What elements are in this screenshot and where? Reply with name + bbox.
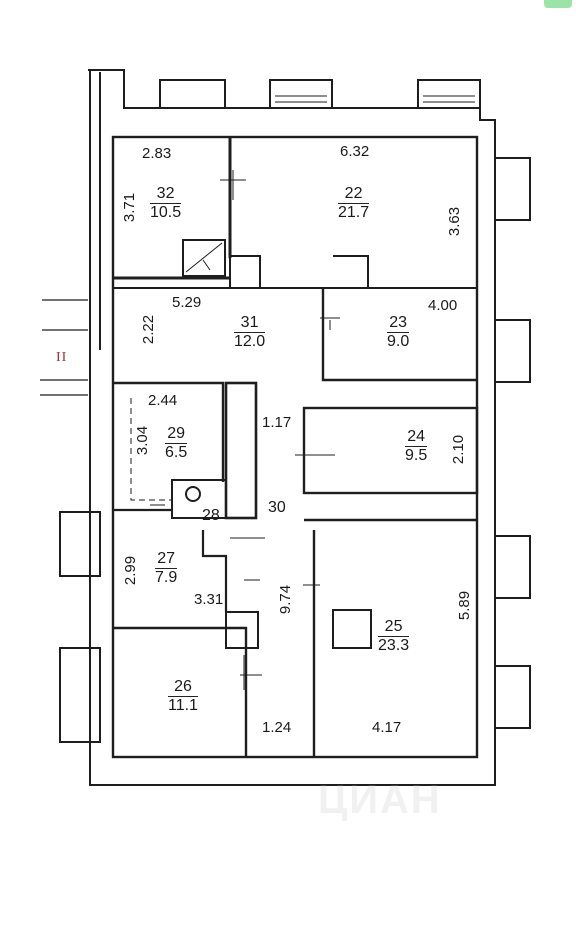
room-27-label: 27 7.9 bbox=[155, 550, 178, 588]
room-26-label: 26 11.1 bbox=[168, 678, 198, 716]
dim-2-99: 2.99 bbox=[122, 555, 140, 586]
dim-2-44: 2.44 bbox=[148, 392, 178, 409]
room-area: 7.9 bbox=[155, 569, 178, 587]
room-number: 29 bbox=[165, 425, 188, 445]
room-area: 9.5 bbox=[405, 447, 428, 465]
dim-1-24: 1.24 bbox=[262, 719, 292, 736]
dim-3-04: 3.04 bbox=[134, 425, 152, 456]
window-top-3 bbox=[417, 79, 481, 109]
dim-4-00: 4.00 bbox=[428, 297, 458, 314]
room-25-label: 25 23.3 bbox=[378, 618, 410, 656]
room-number: 24 bbox=[405, 428, 428, 448]
room-number: 23 bbox=[387, 314, 410, 334]
window-right-4 bbox=[494, 665, 531, 729]
window-left-1 bbox=[59, 511, 101, 577]
room-number: 31 bbox=[234, 314, 266, 334]
window-top-1 bbox=[159, 79, 226, 109]
room-24-label: 24 9.5 bbox=[405, 428, 428, 466]
room-area: 23.3 bbox=[378, 637, 410, 655]
dim-2-83: 2.83 bbox=[142, 145, 172, 162]
walls bbox=[40, 69, 531, 786]
dim-5-29: 5.29 bbox=[172, 294, 202, 311]
room-area: 11.1 bbox=[168, 697, 198, 715]
room-area: 21.7 bbox=[338, 204, 370, 222]
room-32-label: 32 10.5 bbox=[150, 185, 182, 223]
watermark-logo: ЦИАН bbox=[318, 778, 442, 822]
window-right-1 bbox=[494, 157, 531, 221]
room-number: 22 bbox=[338, 185, 370, 205]
room-area: 9.0 bbox=[387, 333, 410, 351]
window-left-2 bbox=[59, 647, 101, 743]
room-31-label: 31 12.0 bbox=[234, 314, 266, 352]
room-30-label: 30 bbox=[268, 499, 286, 516]
room-area: 10.5 bbox=[150, 204, 182, 222]
window-right-2 bbox=[494, 319, 531, 383]
dim-3-71: 3.71 bbox=[121, 192, 139, 223]
window-top-2 bbox=[269, 79, 333, 109]
outer-wall bbox=[88, 69, 496, 786]
room-28-label: 28 bbox=[202, 507, 220, 524]
dim-3-31: 3.31 bbox=[194, 591, 224, 608]
room-number: 26 bbox=[168, 678, 198, 698]
room-22-label: 22 21.7 bbox=[338, 185, 370, 223]
dim-6-32: 6.32 bbox=[340, 143, 370, 160]
window-right-3 bbox=[494, 535, 531, 599]
room-area: 12.0 bbox=[234, 333, 266, 351]
room-number: 32 bbox=[150, 185, 182, 205]
dim-3-63: 3.63 bbox=[446, 206, 464, 237]
dim-4-17: 4.17 bbox=[372, 719, 402, 736]
dim-1-17: 1.17 bbox=[262, 414, 292, 431]
room-number: 27 bbox=[155, 550, 178, 570]
room-area: 6.5 bbox=[165, 444, 188, 462]
corner-tab bbox=[544, 0, 572, 8]
dim-2-22: 2.22 bbox=[140, 314, 158, 345]
room-number: 25 bbox=[378, 618, 410, 638]
dim-5-89: 5.89 bbox=[456, 590, 474, 621]
dim-9-74: 9.74 bbox=[277, 584, 295, 615]
dim-2-10: 2.10 bbox=[450, 434, 468, 465]
axis-marker: II bbox=[56, 350, 68, 365]
room-23-label: 23 9.0 bbox=[387, 314, 410, 352]
room-29-label: 29 6.5 bbox=[165, 425, 188, 463]
